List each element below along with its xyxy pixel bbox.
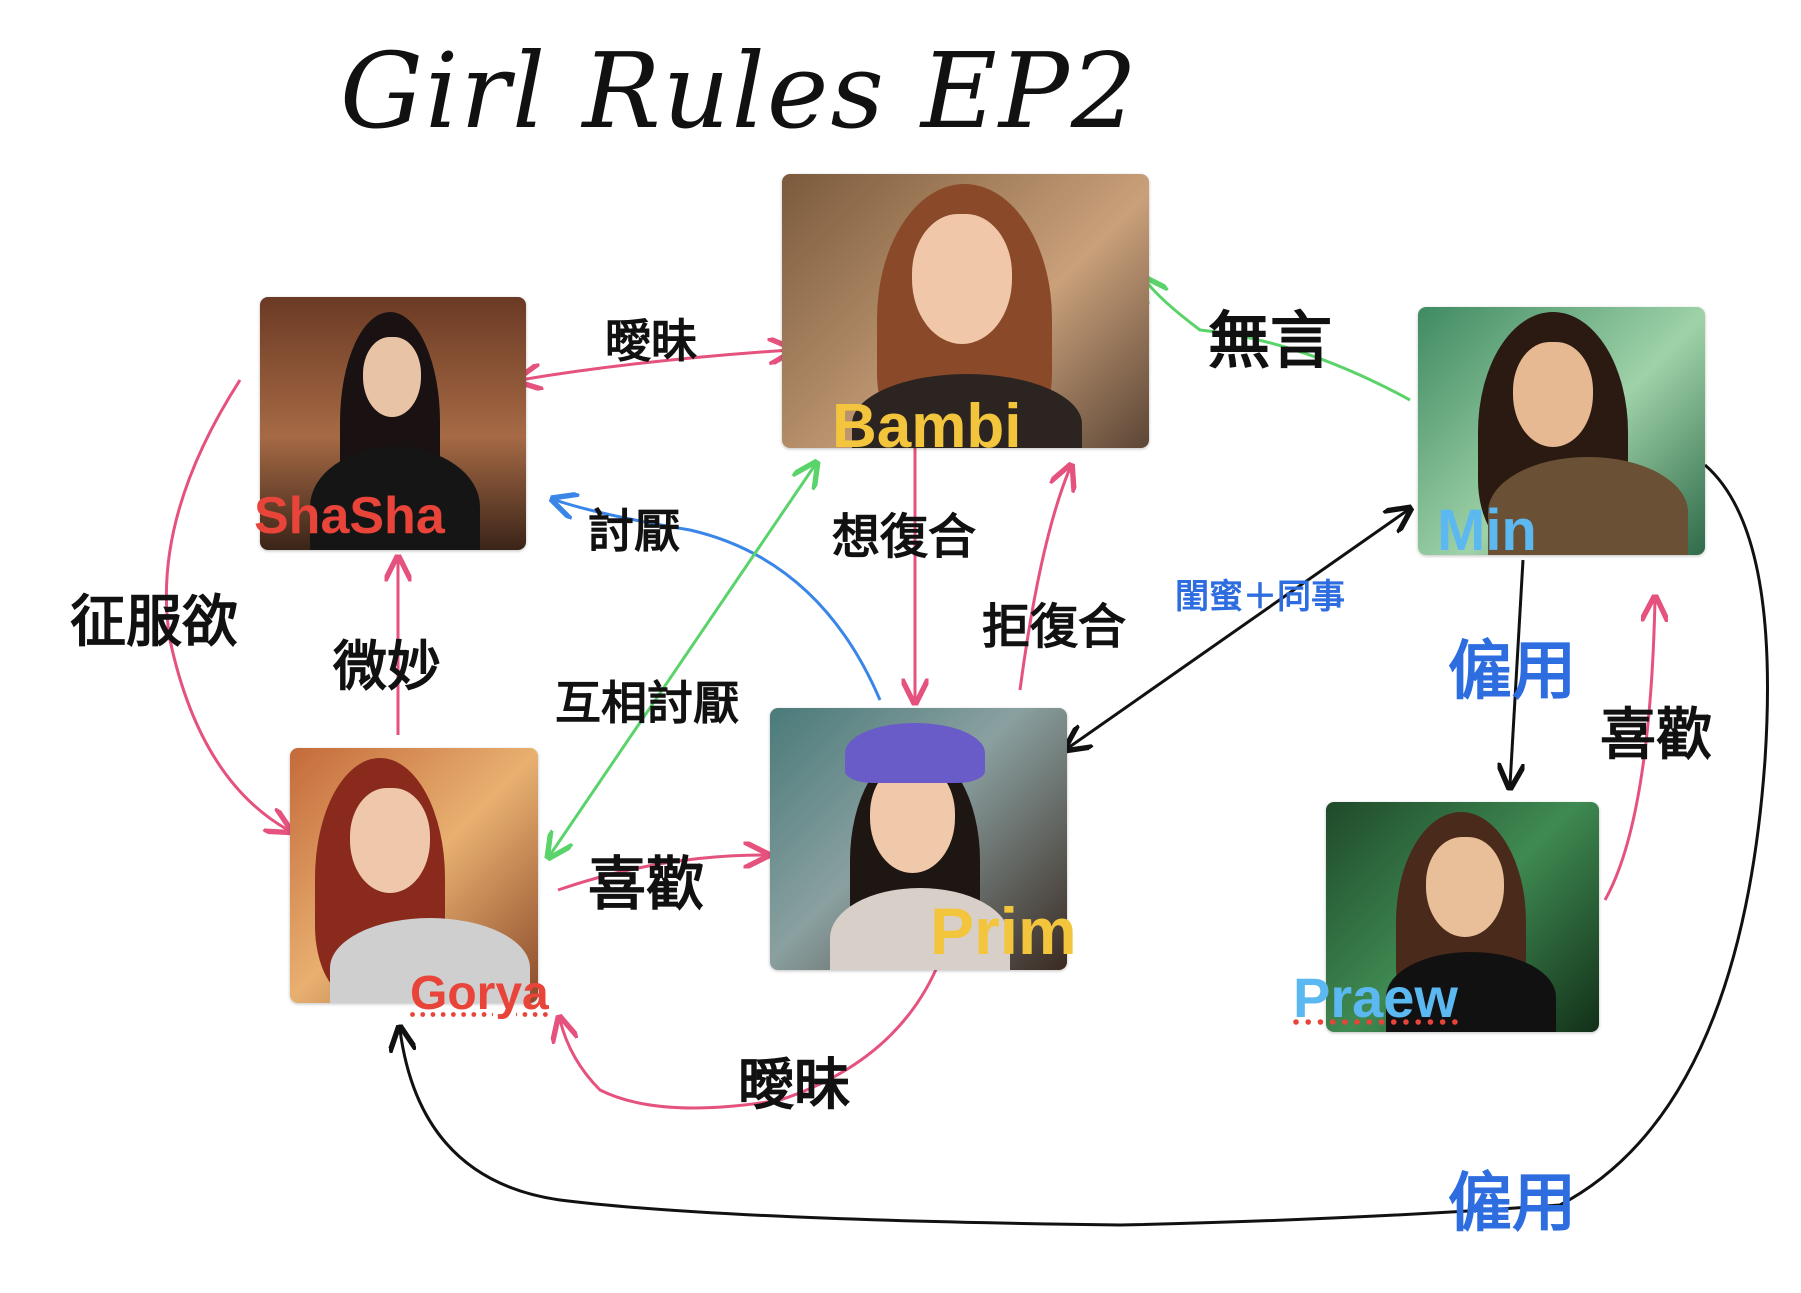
name-min: Min <box>1437 498 1537 563</box>
name-praew: Praew <box>1293 966 1458 1029</box>
photo-prim <box>770 708 1067 970</box>
diagram-title: Girl Rules EP2 <box>340 30 1139 152</box>
photo-shasha <box>260 297 526 550</box>
arrow-gorya-bambi <box>550 465 815 855</box>
label-ambiguous-top: 曖昧 <box>605 314 697 368</box>
label-employ-bottom: 僱用 <box>1448 1167 1576 1241</box>
label-like-right: 喜歡 <box>1600 703 1712 768</box>
label-subtle: 微妙 <box>333 635 441 698</box>
arrow-gorya-prim <box>557 855 765 892</box>
photo-bambi <box>782 174 1149 448</box>
label-wordless: 無言 <box>1208 304 1333 377</box>
label-mutual-dislike: 互相討厭 <box>555 676 739 730</box>
arrow-min-bambi <box>1145 280 1411 402</box>
label-refuse-reunite: 拒復合 <box>982 599 1127 655</box>
arrow-shasha-gorya <box>164 379 288 830</box>
label-bestie-colleague: 閨蜜＋同事 <box>1175 577 1345 617</box>
label-employ-right: 僱用 <box>1448 635 1576 709</box>
arrow-min-gorya <box>400 463 1769 1227</box>
name-gorya: Gorya <box>410 967 549 1020</box>
photo-praew <box>1326 802 1599 1032</box>
arrow-prim-bambi <box>1018 468 1070 691</box>
photo-min <box>1418 307 1705 555</box>
name-prim: Prim <box>930 894 1077 968</box>
label-dislike: 討厭 <box>588 504 680 558</box>
arrow-praew-min <box>1603 600 1655 901</box>
name-shasha: ShaSha <box>254 487 445 545</box>
label-want-reunite: 想復合 <box>832 509 977 565</box>
photo-gorya <box>290 748 538 1003</box>
label-conquer: 征服欲 <box>70 590 238 655</box>
label-like-center: 喜歡 <box>588 850 705 918</box>
arrow-min-prim <box>1068 510 1408 748</box>
label-ambiguous-bottom: 曖昧 <box>738 1053 850 1118</box>
arrow-prim-gorya <box>560 959 942 1110</box>
arrow-min-praew <box>1510 559 1523 785</box>
arrow-shasha-bambi <box>520 350 790 380</box>
name-bambi: Bambi <box>832 392 1022 461</box>
